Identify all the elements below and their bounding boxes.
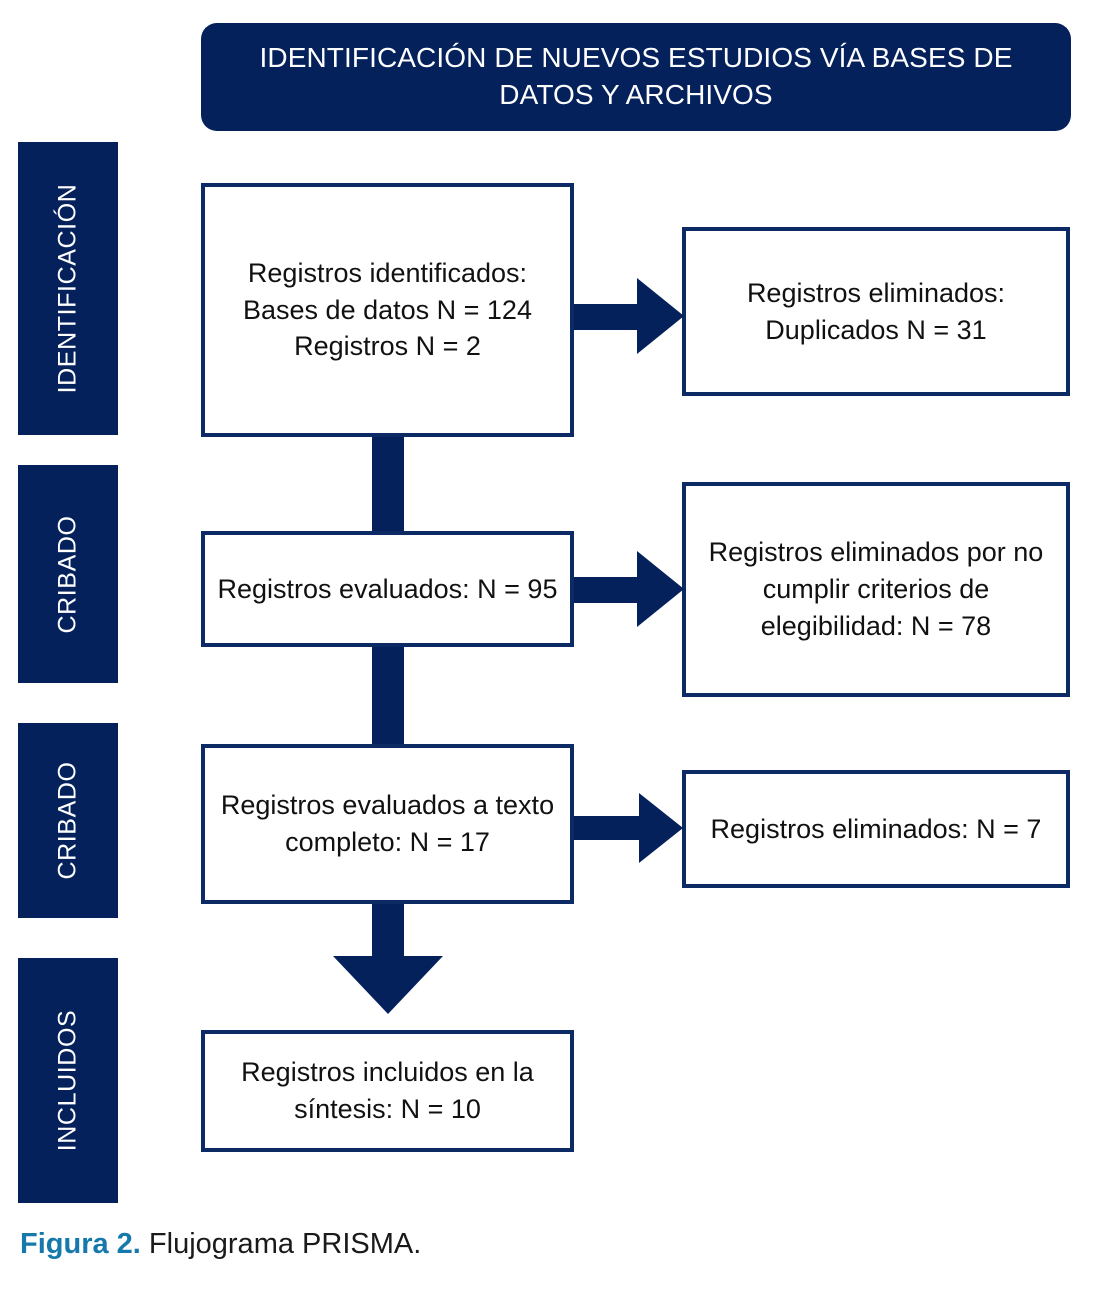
flow-box-registros-identificados: Registros identificados: Bases de datos … [201,183,574,437]
diagram-header-title: IDENTIFICACIÓN DE NUEVOS ESTUDIOS VÍA BA… [259,42,1013,110]
flow-box-registros-eliminados-7: Registros eliminados: N = 7 [682,770,1070,888]
flow-box-registros-evaluados: Registros evaluados: N = 95 [201,531,574,647]
stage-label-incluidos: INCLUIDOS [53,1009,82,1152]
arrow-stem [574,816,642,840]
arrow-right-texto-completo-to-eliminados-7 [574,793,684,863]
stage-label-cribado-2: CRIBADO [53,761,82,880]
arrow-right-identificados-to-duplicados [574,278,684,354]
arrow-down-stem-texto-completo-to-incluidos [372,904,404,958]
flow-box-registros-incluidos: Registros incluidos en la síntesis: N = … [201,1030,574,1152]
arrow-right-head-icon [639,793,683,863]
stage-bar-identificacion: IDENTIFICACIÓN [18,142,118,435]
flow-box-incluidos-text: Registros incluidos en la síntesis: N = … [241,1057,534,1124]
stage-bar-incluidos: INCLUIDOS [18,958,118,1203]
arrow-down-head-icon [333,956,443,1014]
flow-box-evaluados-text: Registros evaluados: N = 95 [217,573,558,604]
flow-box-eliminados-7-text: Registros eliminados: N = 7 [710,813,1042,844]
flow-box-registros-texto-completo: Registros evaluados a texto completo: N … [201,744,574,904]
flow-box-registros-eliminados-duplicados: Registros eliminados: Duplicados N = 31 [682,227,1070,396]
connector-evaluados-to-texto-completo [372,647,404,744]
arrow-stem [574,577,640,603]
flow-box-identificados-text: Registros identificados: Bases de datos … [243,257,532,362]
arrow-right-head-icon [637,278,684,354]
flow-box-no-cumplen-text: Registros eliminados por no cumplir crit… [708,537,1044,641]
diagram-header-banner: IDENTIFICACIÓN DE NUEVOS ESTUDIOS VÍA BA… [201,23,1071,131]
connector-identificados-to-evaluados [372,437,404,531]
arrow-right-head-icon [637,551,684,627]
stage-bar-cribado-1: CRIBADO [18,465,118,683]
figure-caption: Figura 2. Flujograma PRISMA. [20,1228,421,1261]
figure-caption-text: Flujograma PRISMA. [140,1228,422,1260]
flow-box-texto-completo-text: Registros evaluados a texto completo: N … [220,790,555,857]
arrow-right-evaluados-to-no-cumplen [574,551,684,627]
stage-label-identificacion: IDENTIFICACIÓN [53,183,82,394]
stage-label-cribado-1: CRIBADO [53,514,82,634]
stage-bar-cribado-2: CRIBADO [18,723,118,918]
flow-box-duplicados-text: Registros eliminados: Duplicados N = 31 [746,277,1006,345]
figure-caption-label: Figura 2. [20,1228,141,1260]
flow-box-eliminados-no-cumplen: Registros eliminados por no cumplir crit… [682,482,1070,697]
arrow-stem [574,304,640,330]
